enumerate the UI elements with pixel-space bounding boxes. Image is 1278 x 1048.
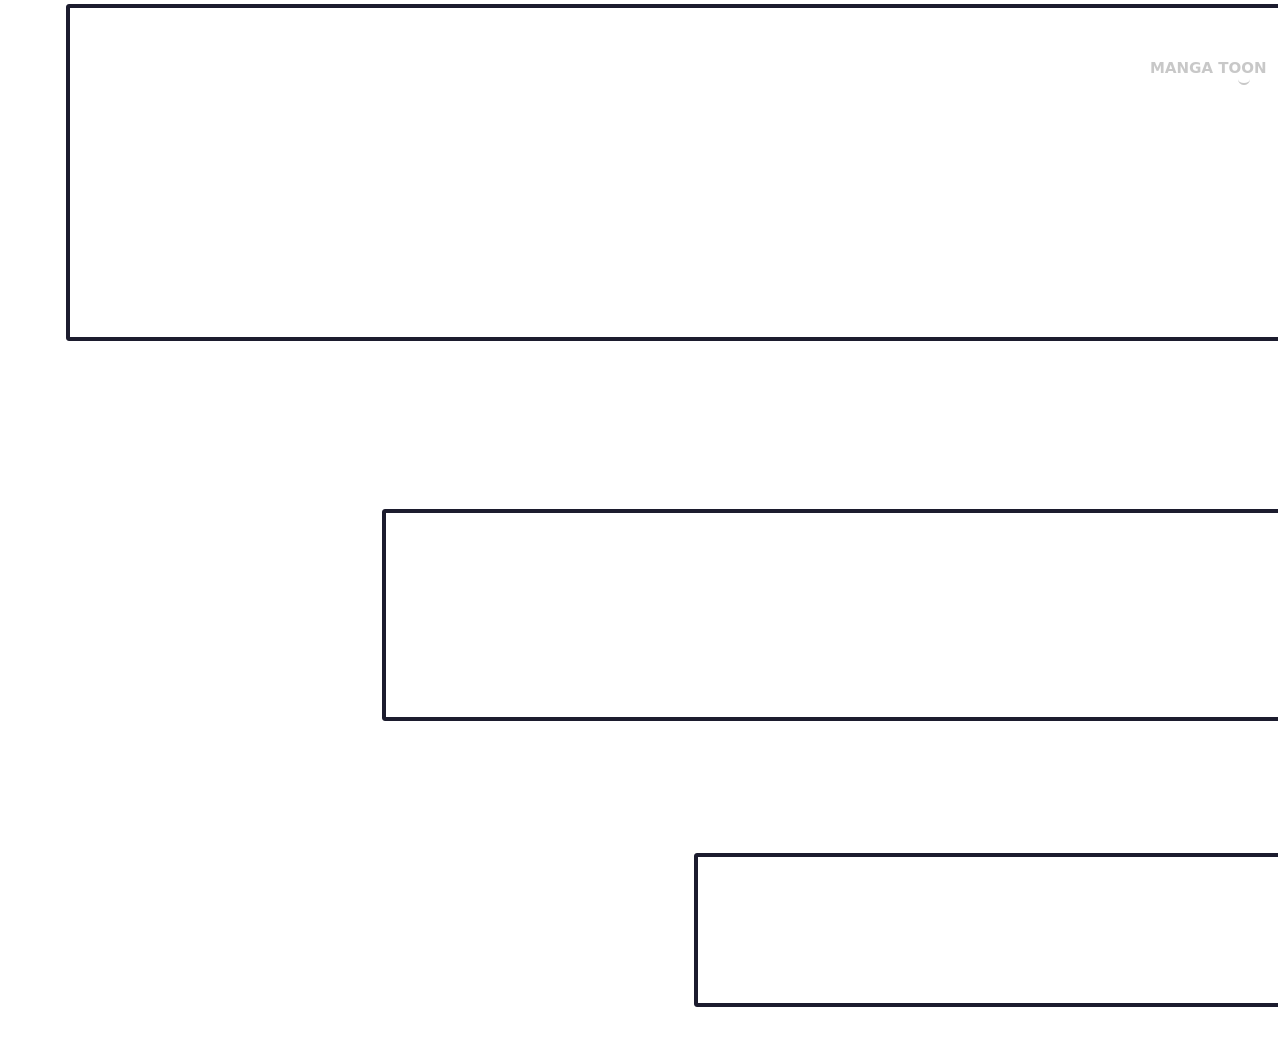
comic-panel-3 [694,853,1278,1007]
watermark-smile-icon [1238,78,1250,85]
comic-panel-1 [66,4,1278,341]
watermark-logo: MANGA TOON [1150,59,1267,77]
comic-panel-2 [382,509,1278,721]
